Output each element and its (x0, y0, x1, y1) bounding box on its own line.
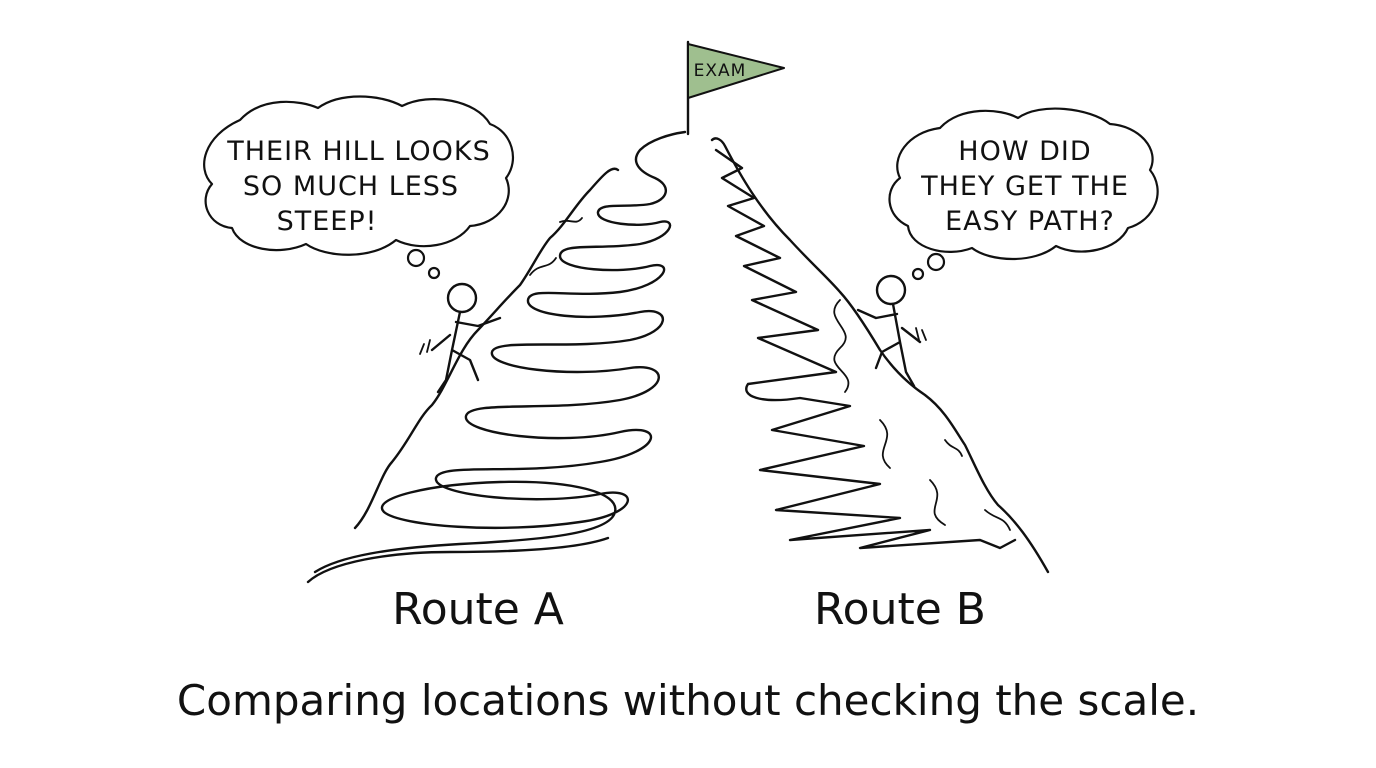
right-thought-bubble: HOW DID THEY GET THE EASY PATH? (888, 107, 1159, 281)
right-bubble-line-1: HOW DID (958, 136, 1091, 167)
right-mountain-outline (710, 137, 1050, 574)
right-thought-dot-small (911, 267, 925, 281)
route-b-label: Route B (814, 584, 986, 635)
left-thought-bubble: THEIR HILL LOOKS SO MUCH LESS STEEP! (203, 95, 515, 280)
right-climber-head (875, 274, 907, 306)
left-mountain-outline (353, 167, 620, 530)
left-climber (419, 282, 502, 394)
right-thought-dot-large (926, 252, 946, 272)
right-climber-motion-lines (915, 327, 927, 341)
left-bubble-line-2: SO MUCH LESS (243, 171, 459, 202)
right-bubble-line-3: EASY PATH? (945, 206, 1115, 237)
route-a-spiral-trail (313, 130, 687, 574)
route-b-extra-scribble (833, 299, 946, 526)
right-mountain (710, 137, 1050, 574)
left-bubble-line-3: STEEP! (277, 206, 378, 237)
flag-banner (687, 43, 785, 99)
left-bubble-line-1: THEIR HILL LOOKS (226, 136, 491, 167)
summit-flag: EXAM (686, 40, 785, 136)
left-climber-head (446, 282, 478, 314)
left-thought-cloud (203, 95, 515, 256)
left-thought-dot-small (427, 266, 441, 280)
left-mountain (306, 130, 687, 584)
caption: Comparing locations without checking the… (177, 676, 1199, 725)
right-thought-cloud (888, 107, 1159, 261)
route-b-zigzag-trail (714, 148, 1017, 550)
right-climber-body (856, 302, 922, 388)
left-mountain-ridge (529, 217, 583, 276)
right-climber (856, 274, 927, 388)
left-thought-dot-large (406, 248, 426, 268)
right-mountain-ridge (944, 439, 1011, 531)
route-a-trail-base (306, 536, 610, 584)
flag-label: EXAM (694, 61, 747, 81)
left-climber-body (430, 310, 502, 394)
left-climber-motion-lines (419, 339, 431, 355)
right-bubble-line-2: THEY GET THE (920, 171, 1129, 202)
route-a-label: Route A (392, 584, 564, 635)
